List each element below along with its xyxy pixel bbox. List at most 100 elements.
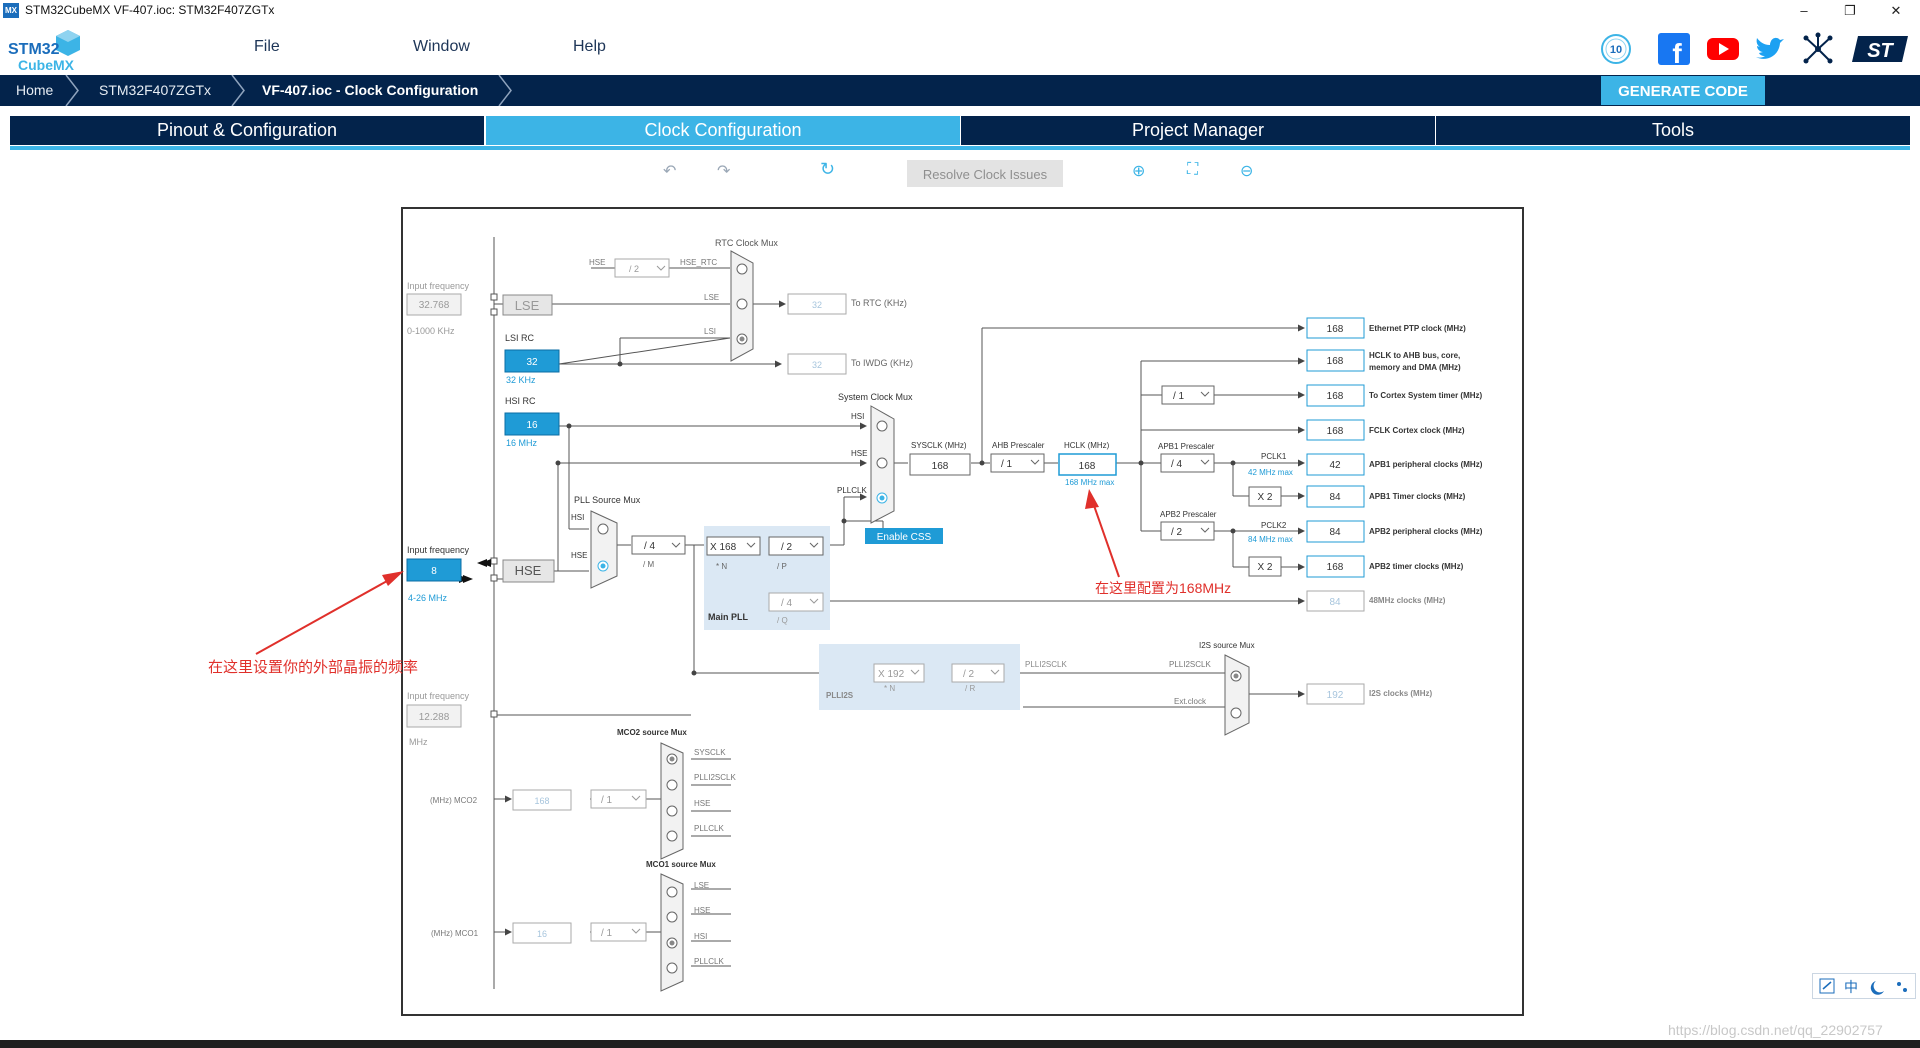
plli2s-r-divider[interactable] (951, 663, 1005, 683)
menu-file[interactable]: File (254, 38, 280, 55)
sys-mux-title: System Clock Mux (838, 392, 913, 402)
out-i2s-label: I2S clocks (MHz) (1369, 689, 1432, 698)
mco2-source-mux (660, 742, 684, 860)
st-logo-icon[interactable]: ST (1850, 32, 1910, 66)
ahb-prescaler[interactable] (990, 453, 1045, 473)
resolve-clock-issues-button[interactable]: Resolve Clock Issues (907, 160, 1063, 187)
hse-block (502, 559, 555, 583)
ext-frequency-input[interactable] (406, 704, 462, 728)
twitter-icon[interactable] (1753, 32, 1787, 66)
main-tabs: Pinout & Configuration Clock Configurati… (10, 116, 1910, 148)
hsirc-value: 16 (526, 420, 538, 431)
restore-button[interactable]: ❐ (1844, 3, 1856, 18)
apb2-prescaler[interactable] (1160, 521, 1215, 541)
chevron-down-icon (1200, 459, 1210, 465)
pclk2-max: 84 MHz max (1248, 535, 1293, 544)
chevron-right-icon (65, 75, 79, 106)
tab-clock-configuration[interactable]: Clock Configuration (486, 116, 960, 145)
close-button[interactable]: ✕ (1890, 3, 1902, 18)
lse-input-label: Input frequency (407, 281, 470, 291)
cortex-divider[interactable] (1161, 385, 1215, 405)
chevron-down-icon (1200, 391, 1210, 397)
rtc-lse-text: LSE (704, 293, 719, 302)
mco1-pllclk-text: PLLCLK (694, 957, 724, 966)
mco2-divider[interactable] (590, 789, 647, 809)
chevron-down-icon (990, 669, 1000, 675)
lsirc-label: LSI RC (505, 333, 535, 343)
lsirc-value: 32 (526, 357, 538, 368)
tab-pinout[interactable]: Pinout & Configuration (10, 116, 484, 145)
tab-tools[interactable]: Tools (1436, 116, 1910, 145)
anniversary-10-icon[interactable]: 10 (1599, 32, 1633, 66)
i2s-r-label: / R (965, 684, 975, 693)
breadcrumb-home[interactable]: Home (16, 82, 54, 98)
chevron-right-icon (231, 75, 245, 106)
pll-q-value: / 4 (781, 598, 793, 609)
hclk-max: 168 MHz max (1065, 478, 1114, 487)
out-hclk-label: HCLK to AHB bus, core, (1369, 351, 1460, 360)
facebook-icon[interactable]: f (1657, 32, 1691, 66)
mco1-div-value: / 1 (601, 928, 613, 939)
hclk-input[interactable] (1058, 453, 1117, 476)
menu-help[interactable]: Help (573, 38, 606, 55)
mco1-divider[interactable] (590, 922, 647, 942)
undo-icon[interactable]: ↶ (663, 163, 677, 180)
apb1-prescaler[interactable] (1160, 453, 1215, 473)
plli2s-n-multiplier[interactable] (873, 663, 925, 683)
clock-tree-diagram: Input frequency 32.768 0-1000 KHz LSE LS… (406, 237, 1483, 992)
iwdg-label: To IWDG (KHz) (851, 358, 913, 368)
pll-m-value: / 4 (644, 541, 656, 552)
mco1-title: MCO1 source Mux (646, 860, 716, 869)
ime-switch-icon (1819, 978, 1835, 994)
ahb-value: / 1 (1001, 459, 1013, 470)
breadcrumb-chip[interactable]: STM32F407ZGTx (99, 82, 212, 98)
menu-window[interactable]: Window (413, 38, 470, 55)
mco2-title: MCO2 source Mux (617, 728, 687, 737)
network-icon[interactable] (1801, 32, 1835, 66)
apb2-timer-multiplier (1248, 556, 1282, 577)
zoom-out-icon[interactable]: ⊖ (1240, 163, 1254, 180)
rtc-div-value: / 2 (629, 264, 639, 274)
svg-text:ST: ST (1867, 40, 1894, 62)
zoom-in-icon[interactable]: ⊕ (1132, 163, 1146, 180)
minimize-button[interactable]: – (1800, 3, 1808, 18)
mco2-div-value: / 1 (601, 795, 613, 806)
apb1-periph-output-box (1306, 453, 1365, 476)
stm32cubemx-logo: STM32 CubeMX (6, 28, 88, 73)
pll-q-divider[interactable] (768, 592, 824, 612)
youtube-icon[interactable] (1706, 32, 1740, 66)
sysclk-box (909, 453, 971, 476)
out-cortex-value: 168 (1327, 391, 1344, 402)
out-apb1p-value: 42 (1329, 460, 1341, 471)
chevron-down-icon (809, 542, 819, 548)
iwdg-output-box (787, 353, 847, 375)
enable-css-button[interactable] (865, 528, 943, 544)
pll-n-multiplier[interactable] (706, 536, 761, 556)
lsi-rc-block (504, 349, 560, 373)
mco2-label: (MHz) MCO2 (430, 796, 478, 805)
out-hclk-value: 168 (1327, 356, 1344, 367)
out-apb1p-label: APB1 peripheral clocks (MHz) (1369, 460, 1483, 469)
mco1-source-mux (660, 873, 684, 992)
tab-project-manager[interactable]: Project Manager (961, 116, 1435, 145)
refresh-icon[interactable]: ↻ (820, 159, 836, 179)
generate-code-button[interactable]: GENERATE CODE (1601, 76, 1765, 105)
redo-icon[interactable]: ↷ (717, 163, 731, 180)
sys-pllclk-text: PLLCLK (837, 486, 867, 495)
pll-hsi-text: HSI (571, 513, 584, 522)
menu-bar: STM32 CubeMX File Window Help 10 f ST (0, 22, 1920, 76)
pll-m-divider[interactable] (631, 535, 686, 555)
iwdg-value: 32 (812, 360, 822, 370)
usb-48mhz-output-box (1306, 590, 1365, 612)
pll-p-divider[interactable] (768, 536, 824, 556)
lse-label: LSE (515, 298, 540, 313)
pll-src-title: PLL Source Mux (574, 495, 641, 505)
hclk-label: HCLK (MHz) (1064, 441, 1110, 450)
pclk2-label: PCLK2 (1261, 521, 1287, 530)
fit-to-screen-icon[interactable]: ⛶ (1187, 161, 1199, 178)
rtc-hse-divider[interactable] (614, 258, 670, 278)
hse-frequency-input[interactable] (406, 558, 462, 582)
pll-n-label: * N (716, 562, 727, 571)
mco2-plli2sclk-text: PLLI2SCLK (694, 773, 736, 782)
lse-frequency-input[interactable] (406, 293, 462, 316)
